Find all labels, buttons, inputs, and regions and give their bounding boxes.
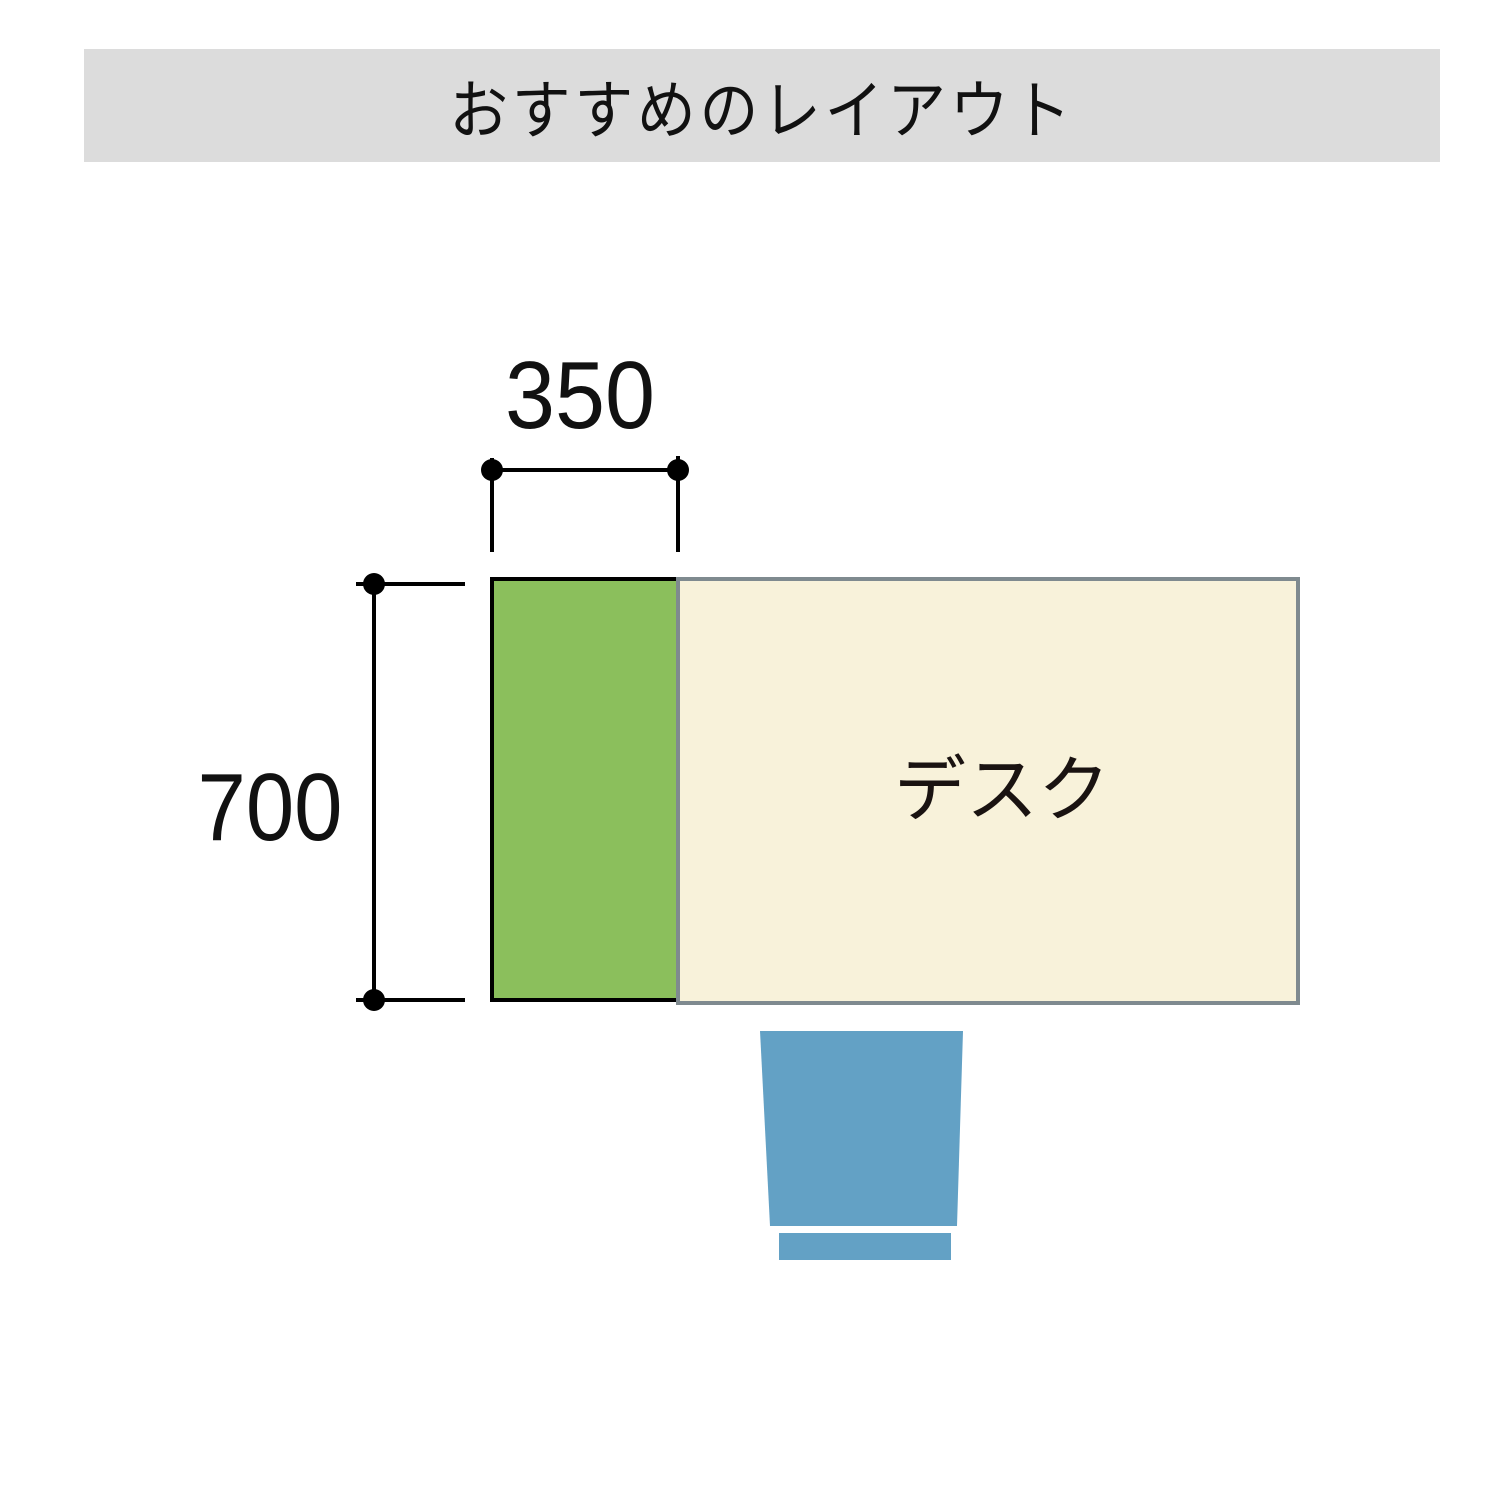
page-title: おすすめのレイアウト [449,74,1075,149]
width-dimension: 350 [481,342,689,552]
height-dimension: 700 [198,573,465,1011]
height-label: 700 [198,754,343,861]
desk [676,577,1300,1005]
desk-label: デスク [894,748,1110,832]
side-unit [490,577,680,1002]
title-bar: おすすめのレイアウト [84,49,1440,162]
chair-icon [760,1031,963,1260]
width-label: 350 [505,342,655,449]
